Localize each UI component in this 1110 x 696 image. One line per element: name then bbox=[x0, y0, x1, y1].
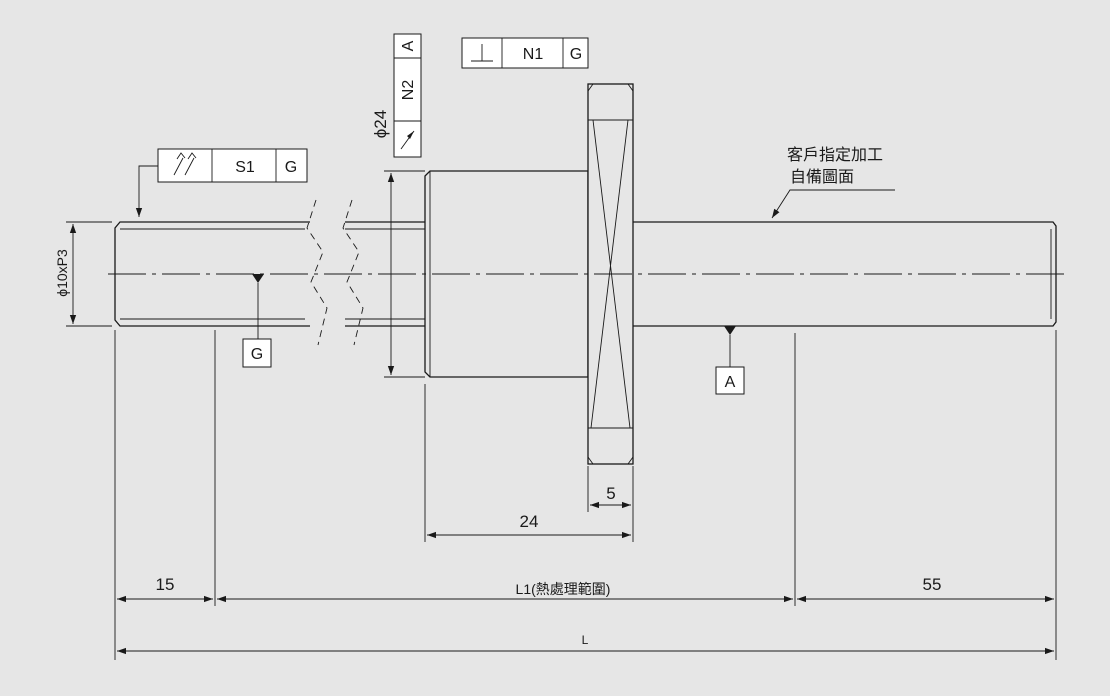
customer-note: 客戶指定加工 自備圖面 bbox=[771, 146, 895, 219]
frame-n2-datum: A bbox=[400, 40, 417, 51]
datum-g: G bbox=[242, 274, 272, 368]
flange-diameter-label: ϕ24 bbox=[371, 110, 390, 138]
nut-length-dimension: 24 bbox=[424, 384, 634, 542]
break-lines bbox=[306, 199, 364, 346]
datum-a-label: A bbox=[725, 374, 736, 391]
flange-diameter-dimension: ϕ24 bbox=[371, 110, 425, 378]
heat-treatment-length: L1(熱處理範圍) bbox=[516, 581, 611, 597]
datum-a: A bbox=[715, 326, 745, 395]
frame-n2-value: N2 bbox=[400, 80, 417, 101]
right-end-length: 55 bbox=[923, 575, 942, 594]
length-dimensions: 15 L1(熱處理範圍) 55 L bbox=[114, 330, 1057, 660]
customer-note-line-1: 客戶指定加工 bbox=[787, 146, 883, 164]
frame-s1: S1 G bbox=[135, 148, 308, 217]
flange-width-dimension: 5 bbox=[587, 466, 634, 512]
customer-note-line-2: 自備圖面 bbox=[790, 168, 854, 186]
frame-s1-datum: G bbox=[285, 159, 297, 176]
frame-n1: N1 G bbox=[461, 37, 589, 69]
thread-diameter-dimension: ϕ10xP3 bbox=[54, 221, 112, 327]
datum-g-label: G bbox=[251, 346, 263, 363]
flange-width-value: 5 bbox=[606, 484, 615, 503]
perpendicularity-icon bbox=[471, 44, 493, 62]
parallelism-icon bbox=[173, 152, 197, 176]
left-end-length: 15 bbox=[156, 575, 175, 594]
frame-n2: A N2 bbox=[393, 33, 422, 158]
frame-s1-value: S1 bbox=[235, 159, 255, 176]
thread-diameter-label: ϕ10xP3 bbox=[54, 249, 70, 297]
circular-runout-icon bbox=[400, 130, 415, 150]
nut-length-value: 24 bbox=[520, 512, 539, 531]
frame-n1-datum: G bbox=[570, 46, 582, 63]
total-length: L bbox=[582, 633, 589, 647]
frame-n1-value: N1 bbox=[523, 46, 544, 63]
